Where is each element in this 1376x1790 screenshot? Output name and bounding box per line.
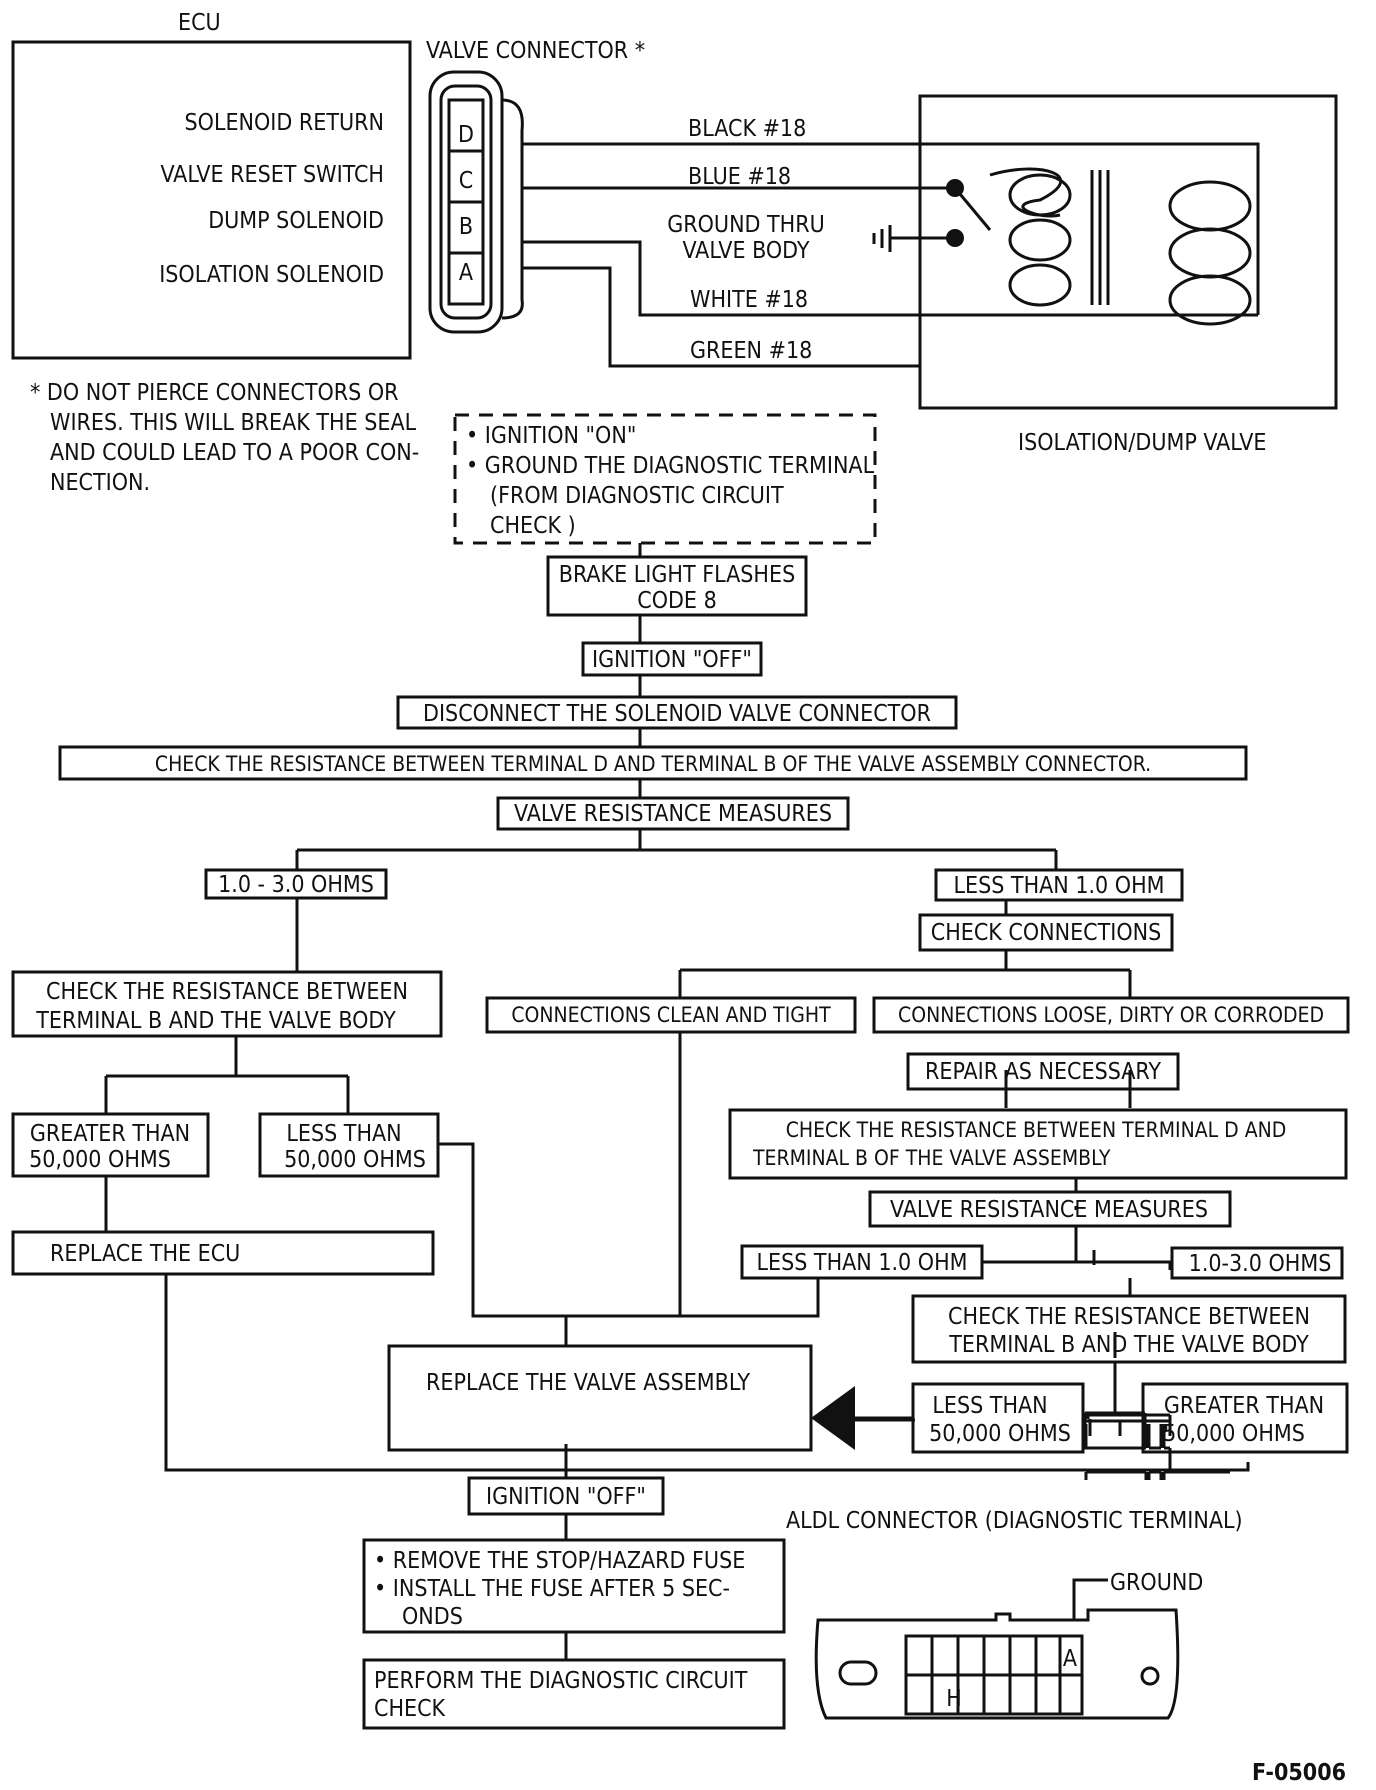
ecu-pin-solenoid-return: SOLENOID RETURN bbox=[185, 110, 384, 136]
disconnect-box bbox=[396, 695, 958, 730]
brake-light-2: CODE 8 bbox=[637, 588, 716, 614]
terminal-c: C bbox=[459, 168, 473, 194]
terminal-a: A bbox=[459, 260, 473, 286]
remove-fuse-1: • REMOVE THE STOP/HAZARD FUSE bbox=[374, 1548, 745, 1574]
check-b-body-2: TERMINAL B AND THE VALVE BODY bbox=[35, 1008, 396, 1034]
replace-valve-box bbox=[387, 1344, 813, 1452]
check-b-body-box bbox=[11, 970, 443, 1038]
greater-50k-1: GREATER THAN bbox=[30, 1121, 190, 1147]
aldl-connector bbox=[814, 1578, 1180, 1720]
replace-ecu-text: REPLACE THE ECU bbox=[50, 1241, 240, 1267]
range-1-3-text: 1.0 - 3.0 OHMS bbox=[218, 872, 374, 898]
ecu-pin-isolation-solenoid: ISOLATION SOLENOID bbox=[159, 262, 384, 288]
valve-measures-text: VALVE RESISTANCE MEASURES bbox=[514, 801, 832, 827]
aldl-pin-h: H bbox=[946, 1686, 962, 1712]
check-connections-text: CHECK CONNECTIONS bbox=[931, 920, 1162, 946]
remove-fuse-2: • INSTALL THE FUSE AFTER 5 SEC- bbox=[374, 1576, 730, 1602]
loose-dirty-box bbox=[872, 996, 1350, 1034]
valve-measures-2-box bbox=[868, 1190, 1232, 1228]
valve-connector-body bbox=[428, 70, 504, 334]
aldl-title: ALDL CONNECTOR (DIAGNOSTIC TERMINAL) bbox=[786, 1508, 1243, 1534]
note-line-4: NECTION. bbox=[50, 470, 150, 496]
aldl-pin-a: A bbox=[1063, 1646, 1077, 1672]
remove-fuse-box bbox=[362, 1538, 786, 1634]
perform-box bbox=[362, 1658, 786, 1730]
greater-50k-box bbox=[11, 1112, 210, 1178]
ecu-box bbox=[11, 40, 412, 360]
arrow-head bbox=[811, 1386, 855, 1450]
check-d-b-text: CHECK THE RESISTANCE BETWEEN TERMINAL D … bbox=[155, 752, 1151, 776]
remove-fuse-3: ONDS bbox=[402, 1604, 463, 1630]
wire-white bbox=[522, 240, 1068, 317]
valve-label: ISOLATION/DUMP VALVE bbox=[1018, 430, 1266, 456]
note-line-2: WIRES. THIS WILL BREAK THE SEAL bbox=[50, 410, 417, 436]
note-line-3: AND COULD LEAD TO A POOR CON- bbox=[50, 440, 419, 466]
less-50k-r1: LESS THAN bbox=[932, 1393, 1047, 1419]
check-connections-box bbox=[918, 913, 1174, 952]
check-d-b-box bbox=[58, 745, 1248, 781]
valve-connector-title: VALVE CONNECTOR * bbox=[426, 38, 645, 64]
less-50k-r2: 50,000 OHMS bbox=[929, 1421, 1071, 1447]
ignition-off-2-box bbox=[467, 1476, 665, 1516]
replace-ecu-box bbox=[11, 1230, 435, 1276]
valve-measures-2-text: VALVE RESISTANCE MEASURES bbox=[890, 1197, 1208, 1223]
check-d-b2-box bbox=[728, 1108, 1348, 1180]
precondition-line-4: CHECK ) bbox=[490, 513, 576, 539]
ignition-off-2: IGNITION "OFF" bbox=[486, 1484, 646, 1510]
greater-50k-r-box bbox=[1141, 1382, 1349, 1454]
repair-box bbox=[906, 1052, 1180, 1091]
range-1-3-b-text: 1.0-3.0 OHMS bbox=[1189, 1251, 1332, 1277]
ignition-off-box bbox=[581, 641, 763, 677]
isolation-dump-valve-box bbox=[918, 94, 1338, 410]
clean-tight-box bbox=[485, 996, 857, 1034]
clean-tight-text: CONNECTIONS CLEAN AND TIGHT bbox=[511, 1003, 831, 1027]
less-50k-1: LESS THAN bbox=[286, 1121, 401, 1147]
terminal-b: B bbox=[459, 214, 473, 240]
ignition-off: IGNITION "OFF" bbox=[592, 647, 752, 673]
greater-50k-2: 50,000 OHMS bbox=[29, 1147, 171, 1173]
range-1-3-box bbox=[204, 868, 388, 900]
less-than-1-text: LESS THAN 1.0 OHM bbox=[953, 873, 1164, 899]
less-50k-box bbox=[258, 1112, 440, 1178]
ecu-pin-dump-solenoid: DUMP SOLENOID bbox=[208, 208, 384, 234]
brake-light-box bbox=[546, 555, 808, 617]
aldl-ground: GROUND bbox=[1110, 1570, 1203, 1596]
wire-green-label: GREEN #18 bbox=[690, 338, 812, 364]
ecu-pin-valve-reset: VALVE RESET SWITCH bbox=[161, 162, 385, 188]
precondition-line-1: • IGNITION "ON" bbox=[466, 423, 636, 449]
replace-valve-text: REPLACE THE VALVE ASSEMBLY bbox=[426, 1370, 750, 1396]
note-line-1: * DO NOT PIERCE CONNECTORS OR bbox=[30, 380, 399, 406]
valve-measures-box bbox=[496, 796, 850, 831]
perform-2: CHECK bbox=[374, 1696, 446, 1722]
check-b-body-r2: TERMINAL B AND THE VALVE BODY bbox=[948, 1332, 1309, 1358]
check-b-body-r1: CHECK THE RESISTANCE BETWEEN bbox=[948, 1304, 1310, 1330]
check-d-b2-1: CHECK THE RESISTANCE BETWEEN TERMINAL D … bbox=[786, 1118, 1287, 1142]
wire-blue-label: BLUE #18 bbox=[688, 164, 791, 190]
loose-dirty-text: CONNECTIONS LOOSE, DIRTY OR CORRODED bbox=[898, 1003, 1324, 1027]
repair-text: REPAIR AS NECESSARY bbox=[925, 1059, 1161, 1085]
disconnect-text: DISCONNECT THE SOLENOID VALVE CONNECTOR bbox=[423, 701, 931, 727]
check-d-b2-2: TERMINAL B OF THE VALVE ASSEMBLY bbox=[752, 1146, 1111, 1170]
check-b-body-1: CHECK THE RESISTANCE BETWEEN bbox=[46, 979, 408, 1005]
less-than-1-b-text: LESS THAN 1.0 OHM bbox=[756, 1250, 967, 1276]
terminal-d: D bbox=[458, 122, 474, 148]
ecu-title: ECU bbox=[178, 10, 221, 36]
figure-id: F-05006 bbox=[1252, 1760, 1346, 1786]
precondition-box bbox=[453, 413, 877, 545]
wire-white-label: WHITE #18 bbox=[690, 287, 808, 313]
greater-50k-r2: 50,000 OHMS bbox=[1163, 1421, 1305, 1447]
ground-label-1: GROUND THRU bbox=[667, 212, 825, 238]
perform-1: PERFORM THE DIAGNOSTIC CIRCUIT bbox=[374, 1668, 748, 1694]
less-50k-2: 50,000 OHMS bbox=[284, 1147, 426, 1173]
wire-green bbox=[522, 266, 920, 368]
precondition-line-2: • GROUND THE DIAGNOSTIC TERMINAL bbox=[466, 453, 875, 479]
ground-label-2: VALVE BODY bbox=[682, 238, 809, 264]
precondition-line-3: (FROM DIAGNOSTIC CIRCUIT bbox=[490, 483, 784, 509]
greater-50k-r1: GREATER THAN bbox=[1164, 1393, 1324, 1419]
less-than-1-box bbox=[934, 868, 1184, 902]
brake-light-1: BRAKE LIGHT FLASHES bbox=[559, 562, 795, 588]
wire-black-label: BLACK #18 bbox=[688, 116, 806, 142]
